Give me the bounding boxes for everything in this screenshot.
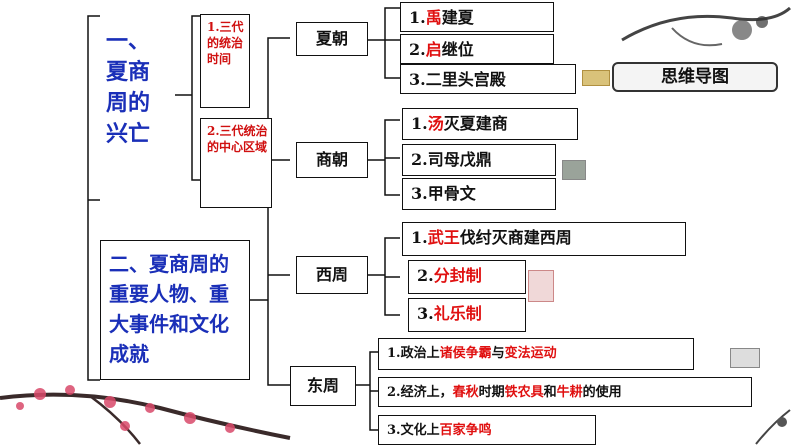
shang-item-1-text: 汤 xyxy=(427,114,444,133)
xia-item-1: 1.禹建夏 xyxy=(400,2,554,32)
shang-item-2-text: 2.司母戊鼎 xyxy=(411,150,492,169)
ding-thumbnail xyxy=(562,160,586,180)
xia-item-1-text: 禹 xyxy=(425,8,442,27)
shang-item-3: 3.甲骨文 xyxy=(402,178,556,210)
dynasty-xizhou: 西周 xyxy=(296,256,368,294)
sub1-label: 1.三代的统治时间 xyxy=(207,20,244,66)
dongzhou-item-3: 3.文化上百家争鸣 xyxy=(378,415,596,445)
dynasty-shang: 商朝 xyxy=(296,142,368,178)
shang-item-2: 2.司母戊鼎 xyxy=(402,144,556,176)
dongzhou-thumbnail xyxy=(730,348,760,368)
dongzhou-item-1-text: 1.政治上 xyxy=(387,346,440,361)
ink-flower-decoration xyxy=(755,409,791,445)
xia-item-2-text: 2. xyxy=(409,40,426,59)
xia-item-3: 3.二里头宫殿 xyxy=(400,64,576,94)
xizhou-item-2: 2.分封制 xyxy=(408,260,526,294)
xizhou-item-3: 3.礼乐制 xyxy=(408,298,526,332)
dongzhou-item-2-text: 春秋 xyxy=(452,385,479,400)
part2-box: 二、夏商周的重要人物、重大事件和文化成就 xyxy=(100,240,250,380)
dongzhou-item-1-text: 诸侯争霸 xyxy=(439,346,492,361)
xia-item-1-text: 建夏 xyxy=(441,8,474,27)
sub2-label: 2.三代统治的中心区域 xyxy=(207,124,268,154)
ink-painting-decoration xyxy=(621,6,791,47)
shang-item-3-text: 3.甲骨文 xyxy=(411,184,476,203)
dongzhou-item-1-text: 变法运动 xyxy=(504,346,557,361)
xia-item-2-text: 启 xyxy=(425,40,442,59)
dynasty-xizhou-label: 西周 xyxy=(315,265,348,284)
dongzhou-item-2-text: 的使用 xyxy=(582,385,622,400)
xia-item-3-text: 3.二里头宫殿 xyxy=(409,70,506,89)
dongzhou-item-2-text: 时期 xyxy=(478,385,505,400)
dongzhou-item-2-text: 牛耕 xyxy=(556,385,583,400)
dynasty-dongzhou: 东周 xyxy=(290,366,356,406)
dongzhou-item-2: 2.经济上，春秋时期铁农具和牛耕的使用 xyxy=(378,377,752,407)
part2-label: 二、夏商周的重要人物、重大事件和文化成就 xyxy=(109,252,229,366)
erlitou-thumbnail xyxy=(582,70,610,86)
xizhou-item-2-text: 2. xyxy=(417,266,434,285)
xia-item-2-text: 继位 xyxy=(441,40,474,59)
mindmap-title-badge: 思维导图 xyxy=(612,62,778,92)
dongzhou-item-2-text: 铁农具 xyxy=(504,385,544,400)
xizhou-item-1-text: 武王 xyxy=(427,228,460,247)
dongzhou-item-1: 1.政治上诸侯争霸与变法运动 xyxy=(378,338,694,370)
xizhou-item-1: 1.武王伐纣灭商建西周 xyxy=(402,222,686,256)
dongzhou-item-2-text: 2.经济上， xyxy=(387,385,453,400)
xizhou-item-2-text: 分封制 xyxy=(433,266,482,285)
xizhou-item-1-text: 1. xyxy=(411,228,428,247)
dongzhou-item-3-text: 3.文化上 xyxy=(387,423,440,438)
part1-box: 一、夏商周的兴亡 xyxy=(100,16,175,156)
sub1-box: 1.三代的统治时间 xyxy=(200,14,250,108)
dongzhou-item-3-text: 百家争鸣 xyxy=(439,423,492,438)
fengjian-thumbnail xyxy=(528,270,554,302)
dynasty-xia-label: 夏朝 xyxy=(315,29,348,48)
dynasty-xia: 夏朝 xyxy=(296,22,368,56)
xizhou-item-3-text: 3. xyxy=(417,304,434,323)
dongzhou-item-1-text: 与 xyxy=(491,346,505,361)
xia-item-2: 2.启继位 xyxy=(400,34,554,64)
dynasty-dongzhou-label: 东周 xyxy=(306,376,339,395)
xizhou-item-3-text: 礼乐制 xyxy=(433,304,482,323)
dynasty-shang-label: 商朝 xyxy=(315,150,348,169)
plum-blossom-decoration xyxy=(0,385,291,445)
xia-item-1-text: 1. xyxy=(409,8,426,27)
sub2-box: 2.三代统治的中心区域 xyxy=(200,118,272,208)
shang-item-1-text: 灭夏建商 xyxy=(443,114,508,133)
part1-label: 一、夏商周的兴亡 xyxy=(106,28,151,147)
shang-item-1: 1.汤灭夏建商 xyxy=(402,108,578,140)
xizhou-item-1-text: 伐纣灭商建西周 xyxy=(459,228,572,247)
shang-item-1-text: 1. xyxy=(411,114,428,133)
dongzhou-item-2-text: 和 xyxy=(543,385,557,400)
